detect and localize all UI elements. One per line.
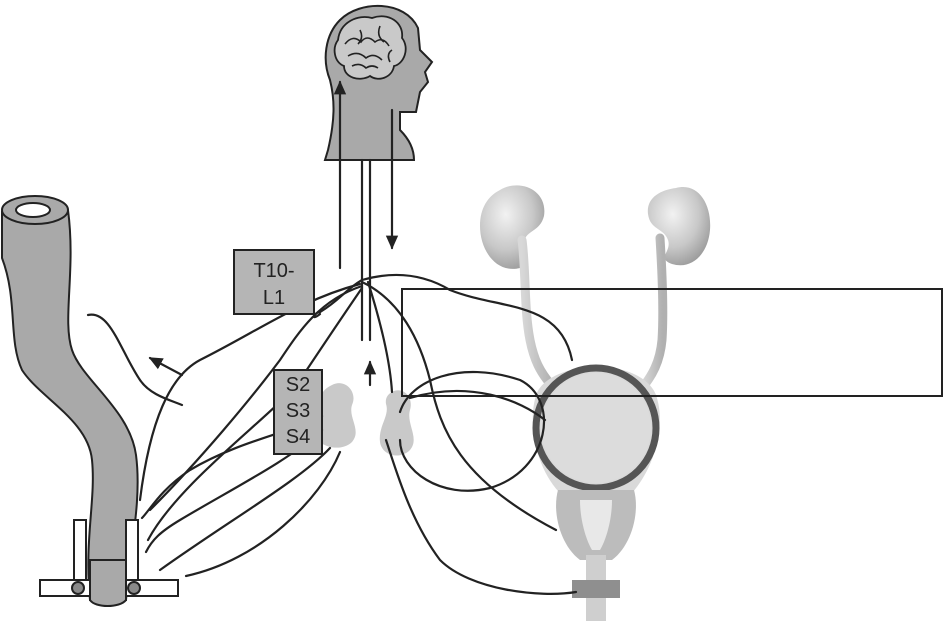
left-kidney [480, 185, 545, 269]
urinary-bladder [532, 364, 660, 495]
right-ureter [637, 233, 668, 393]
anal-sphincter [39, 519, 179, 607]
brain-icon [333, 15, 407, 80]
label-s4: S4 [286, 426, 310, 448]
left-ureter [517, 235, 557, 391]
bladder-neck [580, 500, 612, 550]
spinal-cord [360, 158, 372, 342]
label-s2: S2 [286, 374, 310, 396]
right-pelvic-ganglion [379, 390, 414, 456]
right-kidney [647, 187, 711, 266]
thoracolumbar-segment-box: T10- L1 [233, 249, 315, 315]
label-t10: T10- [253, 260, 294, 282]
rectum-colon [1, 195, 139, 601]
label-l1: L1 [263, 287, 285, 309]
sacral-segment-box: S2 S3 S4 [273, 369, 323, 455]
nerve-fibers [86, 273, 578, 595]
label-s3: S3 [286, 400, 310, 422]
urethral-sphincter [572, 580, 620, 598]
left-pelvic-ganglion [315, 383, 356, 448]
blank-label-box [401, 288, 943, 397]
ascending-descending-tracts [333, 80, 399, 387]
